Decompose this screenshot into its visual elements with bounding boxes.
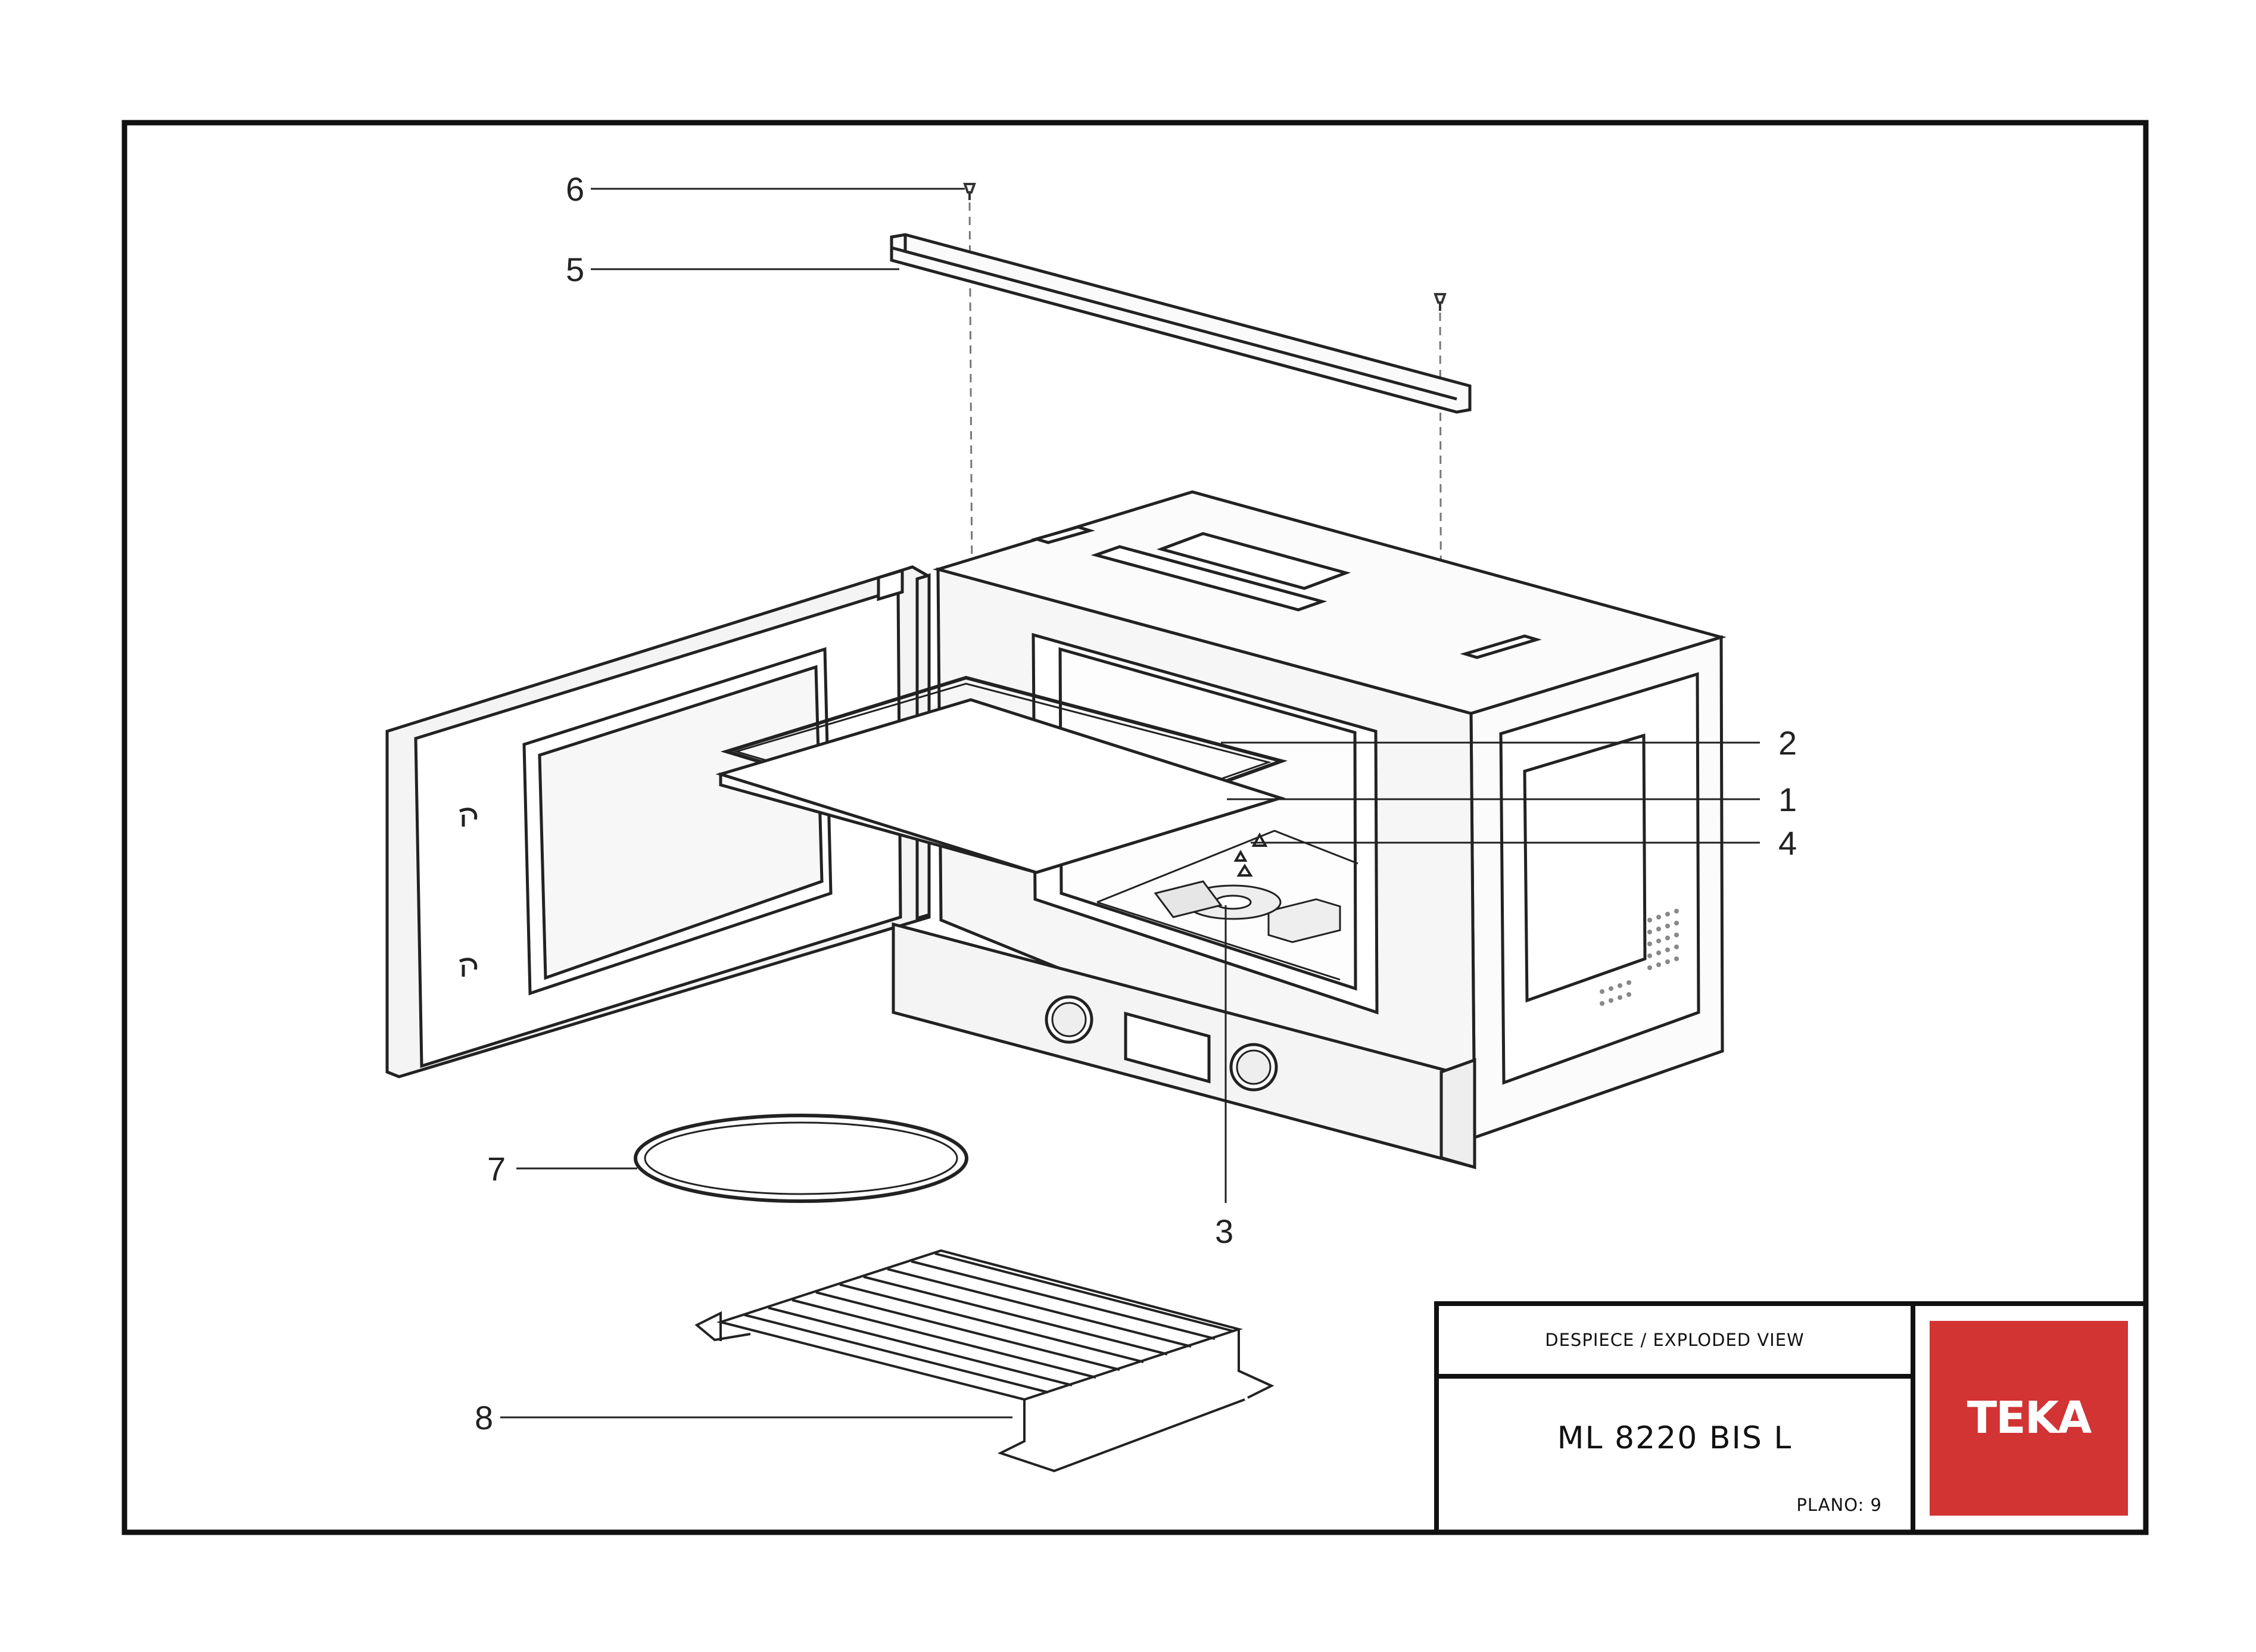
- callout-7: 7: [487, 1150, 506, 1187]
- callout-8: 8: [475, 1399, 493, 1436]
- title-block-plano: PLANO: 9: [1796, 1495, 1882, 1515]
- part-5-top-rail: [890, 233, 1472, 414]
- part-1-tray: [715, 698, 1286, 874]
- title-block-model: ML 8220 BIS L: [1557, 1420, 1793, 1456]
- teka-logo-text: TEKA: [1967, 1392, 2092, 1444]
- title-block-view-label: DESPIECE / EXPLODED VIEW: [1545, 1330, 1805, 1350]
- teka-logo: TEKA: [1930, 1321, 2128, 1516]
- callout-6: 6: [566, 170, 584, 208]
- leader-lines: [500, 188, 1760, 1419]
- part-7-roller-ring: [634, 1114, 968, 1203]
- callout-2: 2: [1778, 724, 1797, 762]
- callout-4: 4: [1778, 824, 1797, 862]
- callout-5: 5: [566, 251, 584, 288]
- cabinet-vent-holes: [1600, 909, 1679, 1006]
- title-block: [1434, 1301, 2148, 1535]
- callout-1: 1: [1778, 781, 1797, 818]
- oven-door: [385, 565, 931, 1079]
- drawing-frame: [121, 120, 2149, 1535]
- callout-3: 3: [1215, 1212, 1233, 1250]
- part-8-grill-rack: [694, 1249, 1275, 1473]
- part-6-screws: [963, 183, 1447, 311]
